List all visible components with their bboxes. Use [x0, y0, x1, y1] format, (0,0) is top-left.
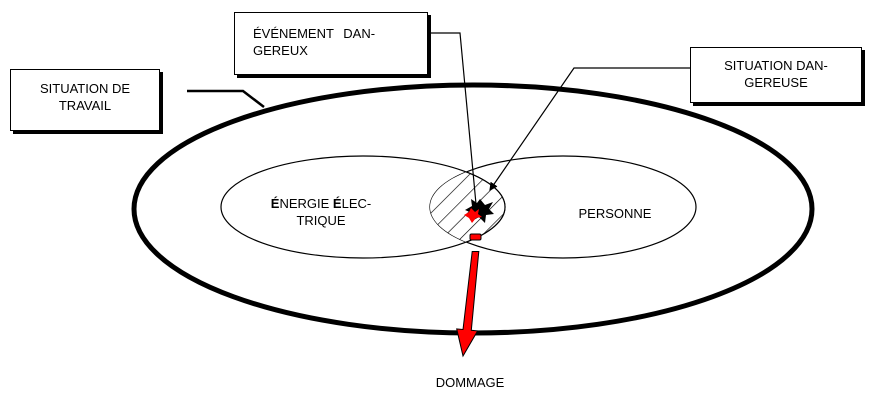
hazardous-event-box: ÉVÉNEMENT DAN- GEREUX: [234, 12, 428, 75]
dangerous-situation-box: SITUATION DAN- GEREUSE: [690, 47, 862, 103]
dangerous-situation-connector: [489, 67, 690, 191]
damage-arrow: [456, 233, 482, 358]
work-situation-label-line2: TRAVAIL: [58, 98, 112, 113]
hazardous-event-label-line1: ÉVÉNEMENT DAN-: [253, 26, 376, 41]
dangerous-situation-label-line2: GEREUSE: [744, 75, 808, 90]
hazardous-event-connector: [428, 32, 477, 205]
damage-label: DOMMAGE: [435, 375, 505, 390]
electrical-energy-label-line2: TRIQUE: [296, 213, 346, 228]
hazardous-event-label-line2: GEREUX: [253, 43, 308, 58]
person-label: PERSONNE: [578, 206, 652, 221]
electrical-energy-label-line1: ÉNERGIE ÉLEC-: [270, 196, 372, 211]
hazardous-event-burst: [464, 199, 494, 223]
work-situation-box: SITUATION DE TRAVAIL: [10, 69, 160, 131]
work-situation-connector: [187, 89, 265, 108]
electrical-energy-label: ÉNERGIE ÉLEC- TRIQUE: [246, 195, 396, 229]
work-situation-label-line1: SITUATION DE: [39, 81, 131, 96]
dangerous-situation-label-line1: SITUATION DAN-: [724, 58, 828, 73]
